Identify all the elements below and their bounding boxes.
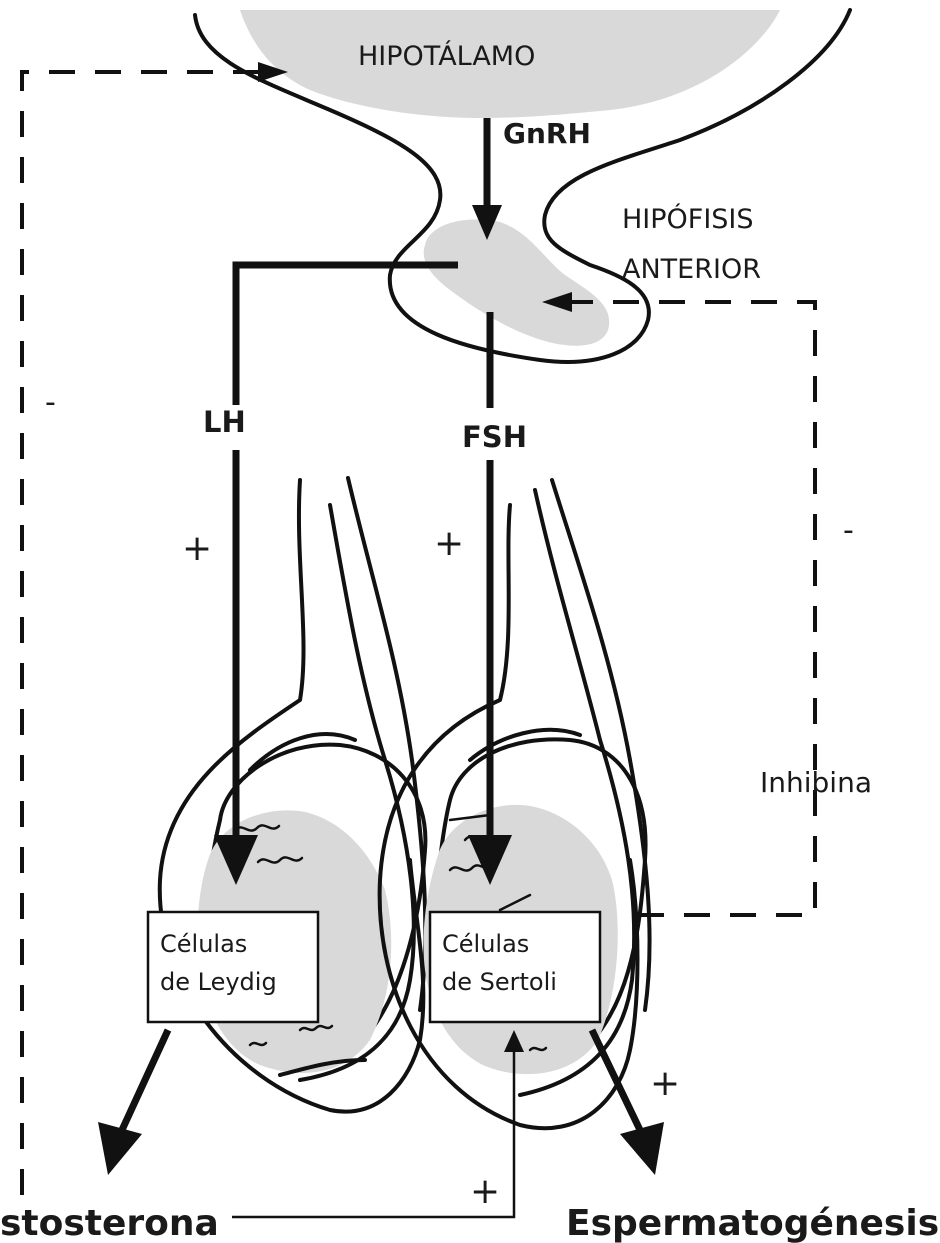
fsh-label: FSH — [462, 420, 527, 454]
fsh-effect-sign: + — [434, 523, 464, 564]
testosterone-label: stosterona — [0, 1203, 219, 1243]
sertoli-label-line2: de Sertoli — [442, 968, 557, 996]
left-testis-inner-line — [250, 734, 355, 770]
testosterone-to-sertoli-sign: + — [470, 1171, 500, 1212]
testosterone-feedback-sign: - — [45, 385, 56, 420]
lh-label: LH — [203, 405, 246, 439]
spermatogenesis-label: Espermatogénesis — [566, 1203, 939, 1243]
lh-effect-sign: + — [182, 528, 212, 569]
testosterone-output-arrowhead — [98, 1122, 142, 1175]
gnrh-label: GnRH — [503, 117, 591, 150]
lh-pathway-line — [236, 265, 458, 405]
anterior-pituitary-shape — [424, 219, 609, 345]
hypothalamus-label: HIPOTÁLAMO — [358, 40, 535, 72]
testosterone-output-line — [122, 1030, 168, 1130]
spermatogenesis-output-arrowhead — [620, 1122, 664, 1175]
leydig-label-line1: Células — [160, 930, 247, 958]
inhibin-feedback-sign: - — [843, 513, 854, 548]
sertoli-cells-box — [430, 912, 600, 1022]
leydig-cells-box — [148, 912, 318, 1022]
sertoli-label-line1: Células — [442, 930, 529, 958]
pituitary-label-line1: HIPÓFISIS — [622, 203, 754, 235]
sertoli-to-sperm-sign: + — [650, 1063, 680, 1104]
inhibin-label: Inhibina — [760, 766, 872, 799]
inhibin-feedback-line — [568, 302, 815, 915]
pituitary-label-line2: ANTERIOR — [622, 254, 761, 285]
leydig-label-line2: de Leydig — [160, 968, 277, 996]
